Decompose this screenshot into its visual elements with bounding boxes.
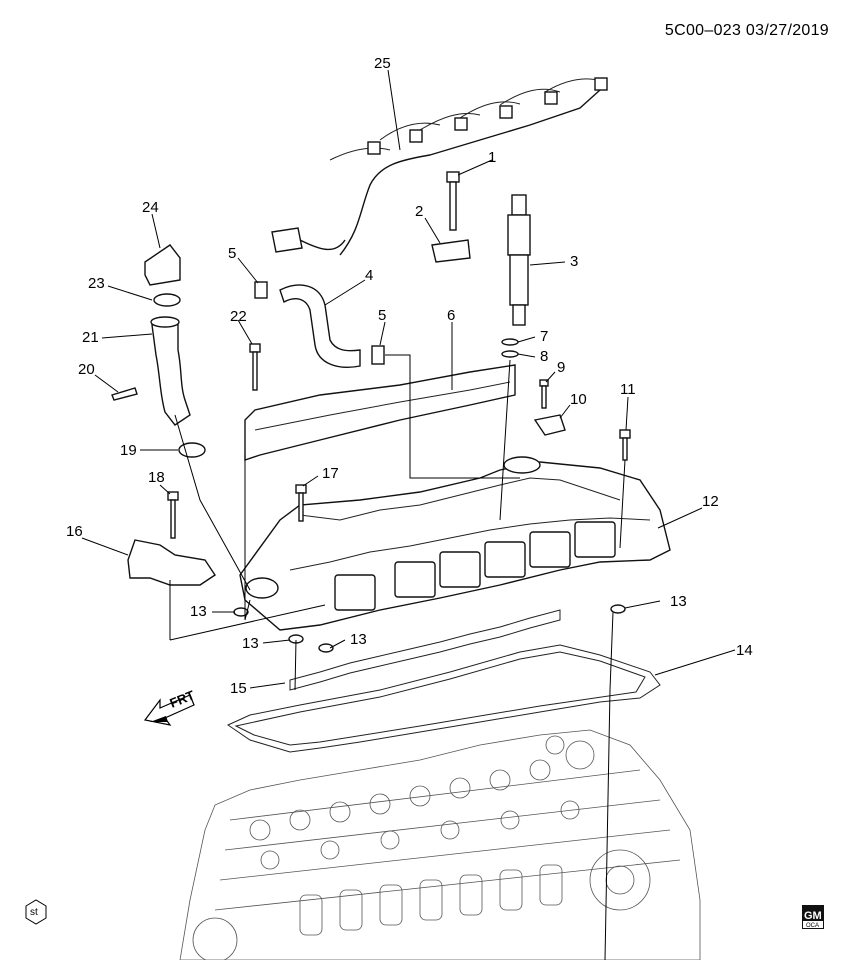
assembly-lines xyxy=(169,354,626,960)
callout-numbers: 1 2 3 4 5 5 6 7 8 9 10 11 12 13 13 13 13… xyxy=(66,55,753,697)
o-ring-7 xyxy=(501,338,519,346)
callout-8: 8 xyxy=(540,348,548,365)
gm-logo-text: GM xyxy=(804,910,822,922)
intake-ports xyxy=(299,864,563,936)
grommet-13-d xyxy=(610,604,626,614)
fuel-injector-illustration xyxy=(507,194,531,326)
callout-21: 21 xyxy=(82,329,99,346)
callout-14: 14 xyxy=(736,642,753,659)
oil-fill-cap-illustration xyxy=(144,244,181,286)
callout-13-b: 13 xyxy=(242,635,259,652)
injector-wiring-harness xyxy=(271,77,608,256)
hose-clamp-upper xyxy=(254,281,268,299)
diagram-header: 5C00–023 03/27/2019 xyxy=(665,22,829,40)
grommet-13-c xyxy=(318,643,334,653)
st-badge: st xyxy=(25,899,47,925)
callout-4: 4 xyxy=(365,267,373,284)
bolt-22-illustration xyxy=(249,343,261,391)
callout-13-c: 13 xyxy=(350,631,367,648)
hose-4-illustration xyxy=(279,284,361,368)
callout-13-d: 13 xyxy=(670,593,687,610)
callout-18: 18 xyxy=(148,469,165,486)
valve-cover-illustration xyxy=(239,456,671,631)
bracket-10-illustration xyxy=(533,414,566,436)
bolt-11-illustration xyxy=(619,429,631,461)
callout-5-upper: 5 xyxy=(228,245,236,262)
callout-19: 19 xyxy=(120,442,137,459)
bolt-1-illustration xyxy=(446,171,460,231)
callout-9: 9 xyxy=(557,359,565,376)
callout-17: 17 xyxy=(322,465,339,482)
oil-fill-tube-illustration xyxy=(150,316,191,426)
bracket-16-illustration xyxy=(127,539,216,586)
bolt-9-illustration xyxy=(539,379,549,409)
spark-plug-tube-seals xyxy=(289,609,561,691)
seal-23 xyxy=(153,293,181,307)
callout-leaders xyxy=(81,69,736,689)
gm-logo-sub: OCA xyxy=(806,923,819,929)
doc-date: 03/27/2019 xyxy=(745,22,829,39)
bolt-17-illustration xyxy=(295,484,307,522)
callout-10: 10 xyxy=(570,391,587,408)
callout-1: 1 xyxy=(488,149,496,166)
camshaft-lobes xyxy=(192,735,651,960)
clamp-2-illustration xyxy=(431,239,471,263)
callout-11: 11 xyxy=(620,381,636,398)
gm-logo: GM OCA xyxy=(802,905,824,929)
callout-16: 16 xyxy=(66,523,83,540)
bolt-18-illustration xyxy=(167,491,179,539)
callout-5-lower: 5 xyxy=(378,307,386,324)
callout-13-a: 13 xyxy=(190,603,207,620)
callout-20: 20 xyxy=(78,361,95,378)
st-badge-text: st xyxy=(30,907,38,918)
callout-6: 6 xyxy=(447,307,455,324)
intake-rail-illustration xyxy=(244,364,516,461)
callout-24: 24 xyxy=(142,199,159,216)
callout-25: 25 xyxy=(374,55,391,72)
stud-20-illustration xyxy=(111,387,138,401)
doc-code: 5C00–023 xyxy=(664,22,742,39)
callout-2: 2 xyxy=(415,203,423,220)
o-ring-19 xyxy=(178,442,206,458)
callout-3: 3 xyxy=(570,253,578,270)
callout-7: 7 xyxy=(540,328,548,345)
callout-23: 23 xyxy=(88,275,105,292)
hose-clamp-lower xyxy=(371,345,385,365)
valve-cover-gasket xyxy=(226,644,661,753)
cylinder-head-illustration xyxy=(179,729,701,960)
callout-12: 12 xyxy=(702,493,719,510)
callout-15: 15 xyxy=(230,680,247,697)
washer-8 xyxy=(501,350,519,358)
front-direction-arrow: FRT xyxy=(143,687,197,726)
callout-22: 22 xyxy=(230,308,247,325)
